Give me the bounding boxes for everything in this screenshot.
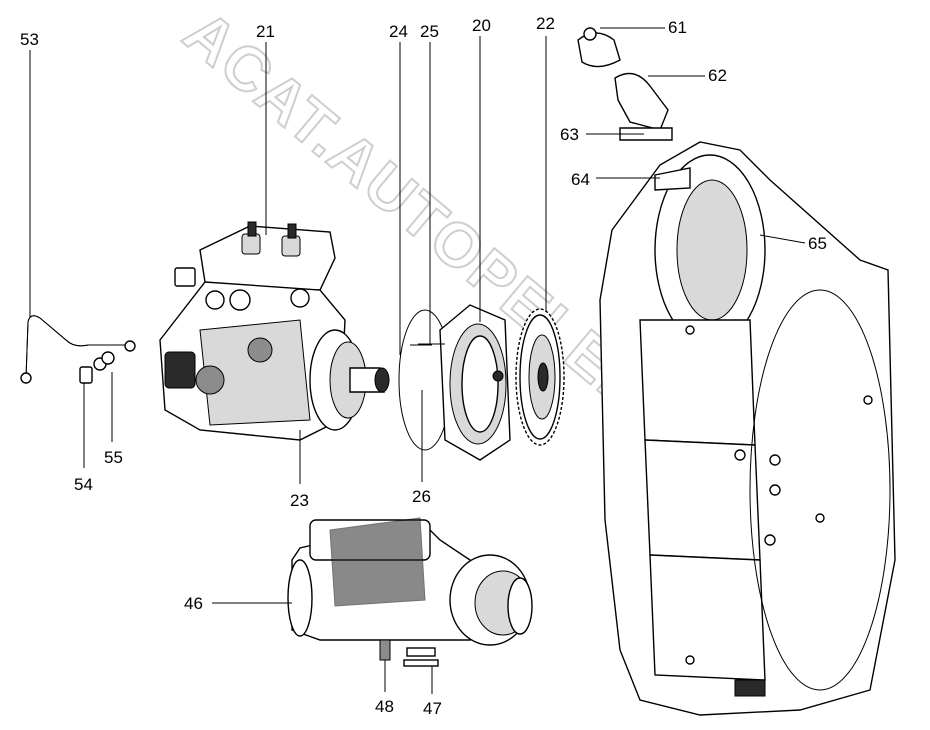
- callout-48: 48: [375, 697, 394, 716]
- part-21-23-fuel-pump: [159, 221, 390, 441]
- leader-lines: [29, 27, 806, 694]
- callout-21: 21: [256, 22, 275, 41]
- callout-labels: 53 21 24 25 20 22 61 62 63 64 65 55 54 2…: [20, 14, 827, 718]
- callout-25: 25: [420, 22, 439, 41]
- callout-53: 53: [20, 30, 39, 49]
- callout-63: 63: [560, 125, 579, 144]
- part-22-gear: [515, 308, 565, 446]
- part-64-65-flywheel-housing: [599, 141, 896, 716]
- part-53-fuel-pipe: [20, 315, 136, 384]
- callout-46: 46: [184, 594, 203, 613]
- callout-61: 61: [668, 18, 687, 37]
- callout-64: 64: [571, 170, 590, 189]
- callout-23: 23: [290, 491, 309, 510]
- callout-65: 65: [808, 234, 827, 253]
- callout-24: 24: [389, 22, 408, 41]
- part-61-62-63-breather: [577, 27, 673, 141]
- part-54-55-fittings: [79, 351, 115, 384]
- callout-47: 47: [423, 699, 442, 718]
- callout-54: 54: [74, 475, 93, 494]
- callout-62: 62: [708, 66, 727, 85]
- callout-26: 26: [412, 487, 431, 506]
- part-20-25-gear-housing: [418, 304, 511, 461]
- callout-20: 20: [472, 16, 491, 35]
- leader-65: [759, 234, 806, 244]
- callout-55: 55: [104, 448, 123, 467]
- callout-22: 22: [536, 14, 555, 33]
- part-46-47-48-starter: [287, 517, 533, 667]
